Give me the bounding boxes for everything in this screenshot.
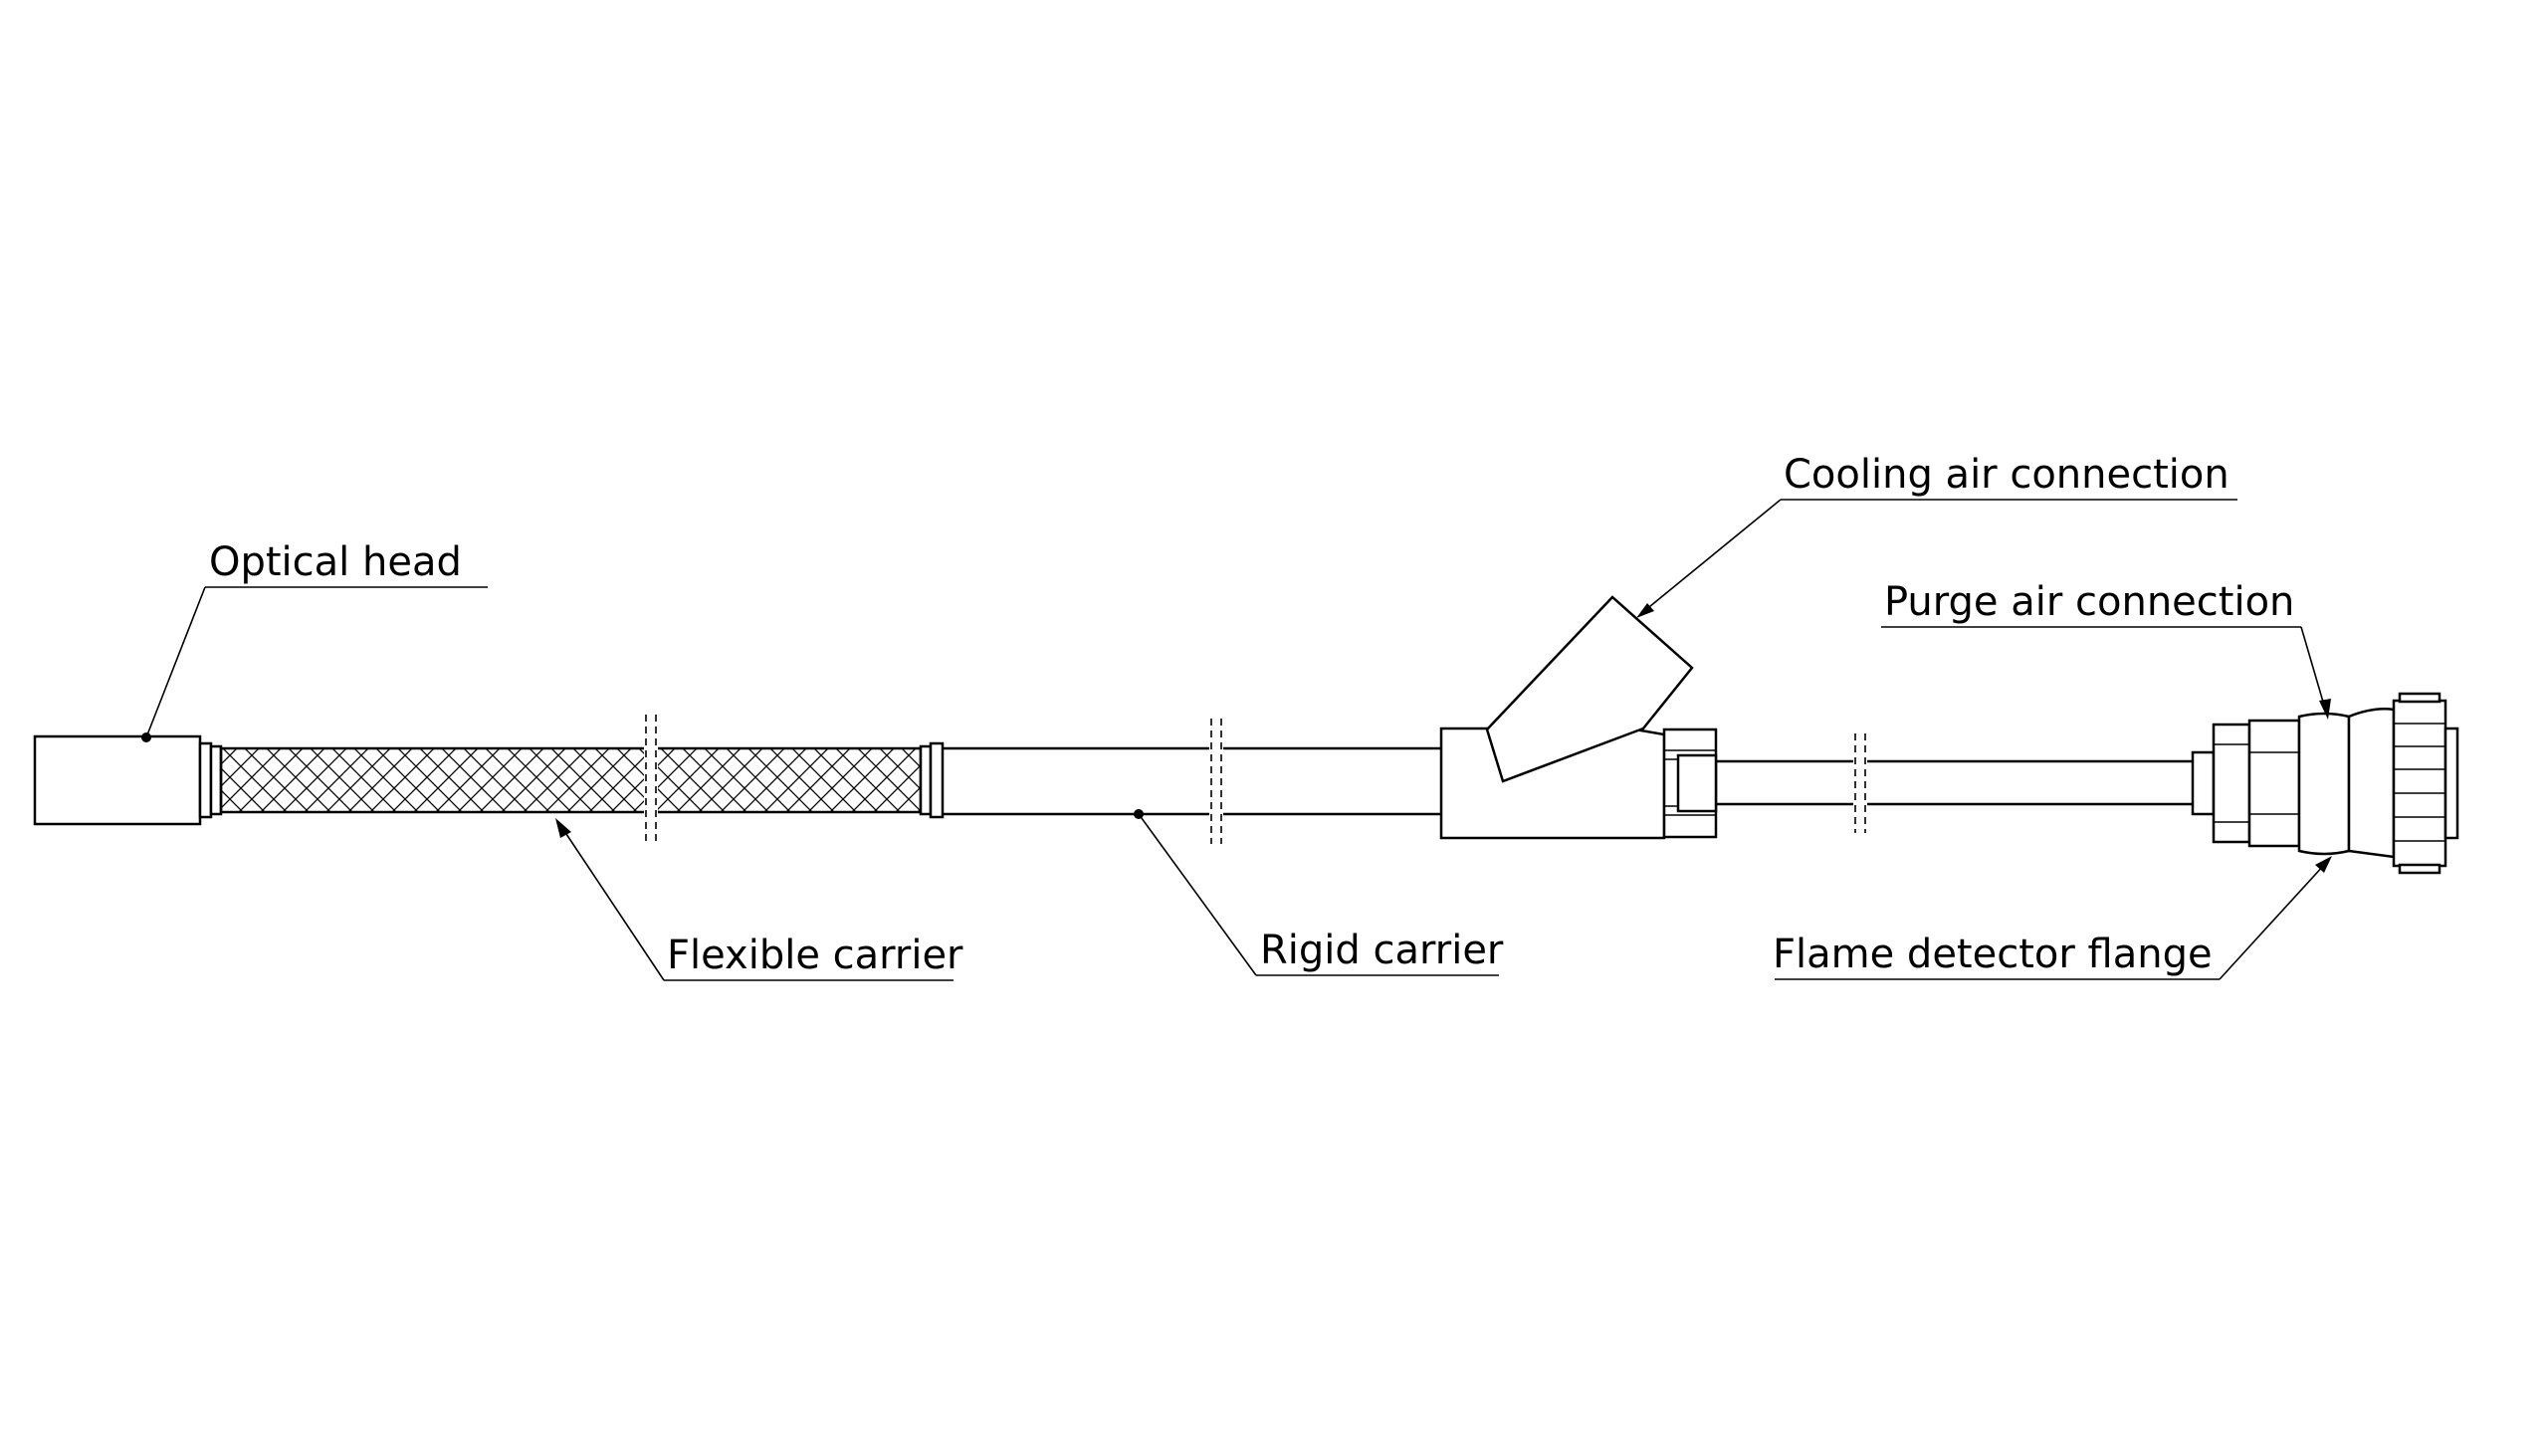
cooling-air-connector xyxy=(1439,595,1694,840)
label-flame-detector-flange: Flame detector flange xyxy=(1773,932,2213,977)
optical-head xyxy=(33,734,223,826)
break-mark-tube xyxy=(1853,731,1867,835)
label-purge-air-connection: Purge air connection xyxy=(1884,579,2294,625)
label-cooling-air-connection: Cooling air connection xyxy=(1784,452,2230,498)
label-rigid-carrier: Rigid carrier xyxy=(1260,928,1504,973)
leader-flexible-carrier xyxy=(555,818,954,981)
leader-cooling-air-connection xyxy=(1636,499,2237,618)
break-mark-rigid xyxy=(1209,717,1223,846)
cooling-air-nut xyxy=(1662,728,1718,839)
label-flexible-carrier: Flexible carrier xyxy=(667,933,963,978)
leader-rigid-carrier xyxy=(1134,809,1499,976)
break-mark-flexible xyxy=(644,715,658,846)
rigid-carrier xyxy=(943,746,1441,816)
flexible-carrier xyxy=(219,741,945,819)
leader-optical-head xyxy=(141,586,488,742)
purge-air-tube xyxy=(1716,759,2193,806)
label-optical-head: Optical head xyxy=(209,539,462,585)
leader-flame-detector-flange xyxy=(1775,856,2332,980)
leader-purge-air-connection xyxy=(1881,626,2331,720)
flame-detector-flange xyxy=(2191,692,2459,875)
